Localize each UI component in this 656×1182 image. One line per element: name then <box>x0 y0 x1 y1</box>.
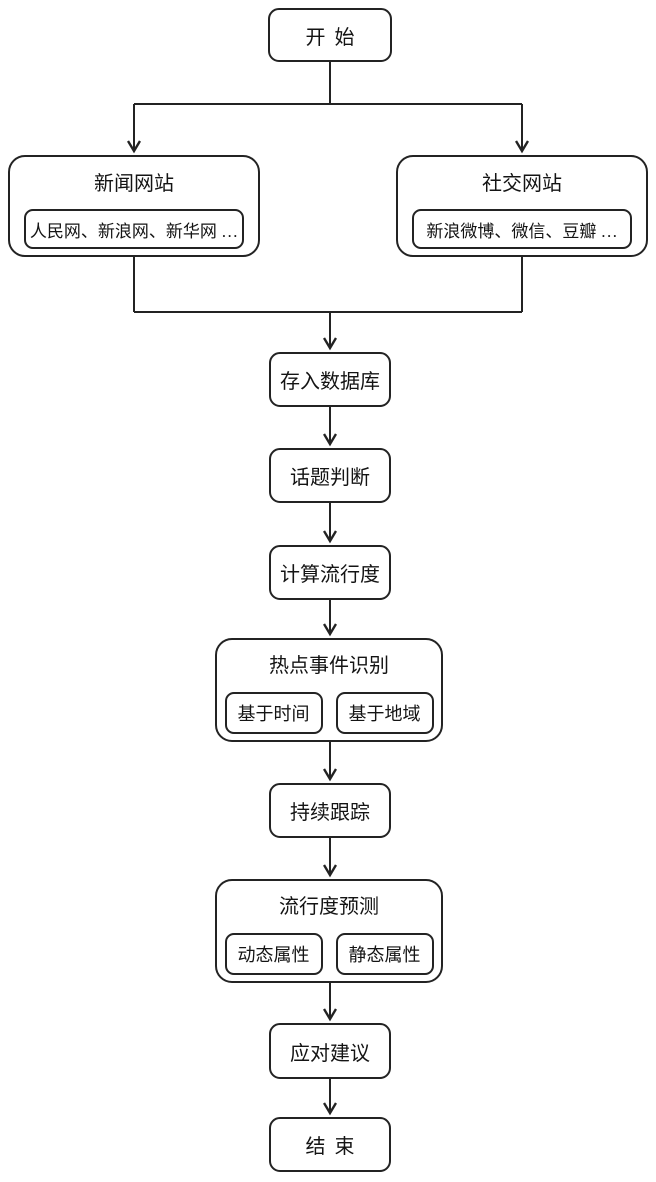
node-social-site: 社交网站 新浪微博、微信、豆瓣 … <box>396 155 648 257</box>
predict-attributes: 动态属性 静态属性 <box>224 933 434 975</box>
node-hot-event: 热点事件识别 基于时间 基于地域 <box>215 638 443 742</box>
node-social-site-examples: 新浪微博、微信、豆瓣 … <box>412 209 632 249</box>
node-start: 开始 <box>268 8 392 62</box>
node-predict-title: 流行度预测 <box>279 896 379 918</box>
hot-event-methods: 基于时间 基于地域 <box>224 692 434 734</box>
node-dynamic-attr: 动态属性 <box>224 933 323 975</box>
node-tracking-label: 持续跟踪 <box>290 802 370 824</box>
node-calc-popularity: 计算流行度 <box>269 545 391 600</box>
node-news-site-title: 新闻网站 <box>94 173 174 195</box>
node-start-label: 开始 <box>305 26 364 49</box>
node-topic-judge: 话题判断 <box>269 448 391 503</box>
node-suggestion: 应对建议 <box>269 1023 391 1079</box>
node-news-site-examples: 人民网、新浪网、新华网 … <box>24 209 244 249</box>
node-calc-popularity-label: 计算流行度 <box>280 564 380 586</box>
node-static-attr: 静态属性 <box>335 933 434 975</box>
node-predict: 流行度预测 动态属性 静态属性 <box>215 879 443 983</box>
node-region-based: 基于地域 <box>335 692 434 734</box>
node-news-site: 新闻网站 人民网、新浪网、新华网 … <box>8 155 260 257</box>
node-topic-judge-label: 话题判断 <box>290 467 370 489</box>
node-end-label: 结束 <box>305 1136 364 1158</box>
node-store-db-label: 存入数据库 <box>280 371 380 393</box>
connector-group <box>134 62 522 1113</box>
node-store-db: 存入数据库 <box>269 352 391 407</box>
node-time-based: 基于时间 <box>224 692 323 734</box>
node-social-site-title: 社交网站 <box>482 173 562 195</box>
node-tracking: 持续跟踪 <box>269 783 391 838</box>
node-suggestion-label: 应对建议 <box>290 1042 370 1065</box>
node-hot-event-title: 热点事件识别 <box>269 655 389 677</box>
node-end: 结束 <box>269 1117 391 1172</box>
